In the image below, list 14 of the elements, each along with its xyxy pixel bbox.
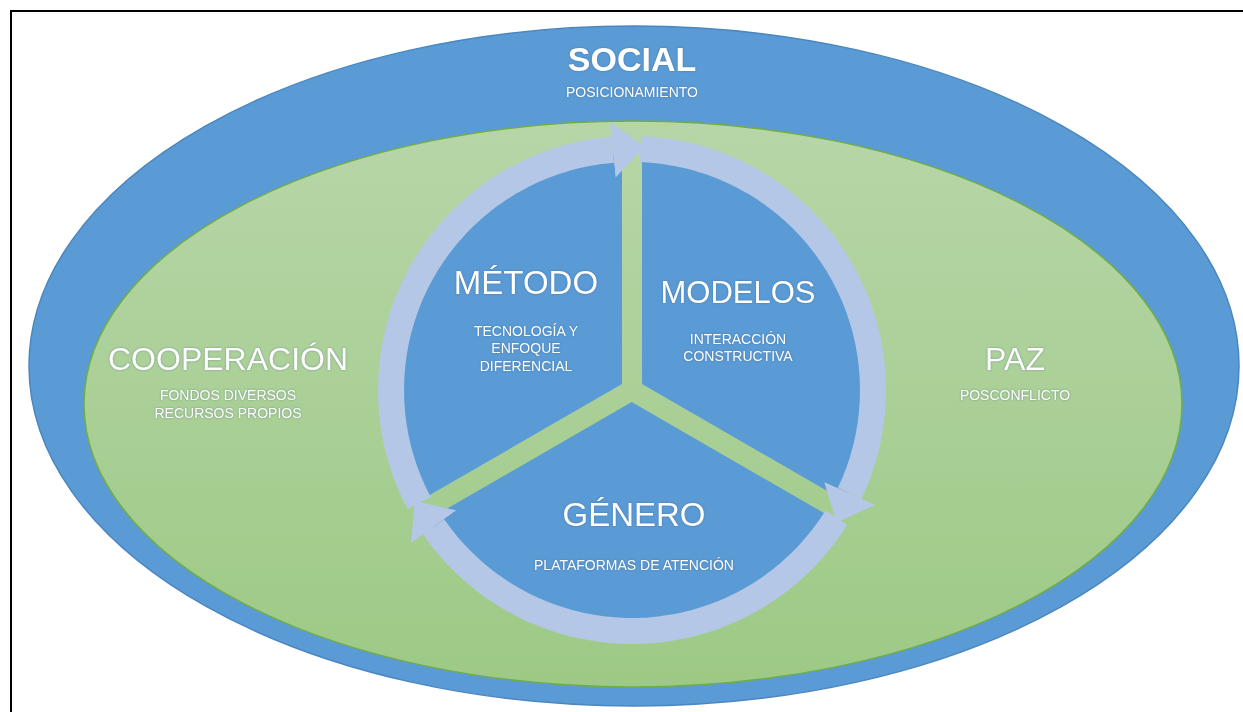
heading: MÉTODO	[452, 263, 600, 303]
subheading: FONDOS DIVERSOS RECURSOS PROPIOS	[153, 387, 303, 422]
heading: SOCIAL	[566, 39, 698, 80]
subheading: POSCONFLICTO	[958, 387, 1072, 405]
subheading: PLATAFORMAS DE ATENCIÓN	[533, 557, 735, 575]
heading: GÉNERO	[561, 495, 707, 535]
heading: MODELOS	[659, 274, 817, 312]
heading: PAZ	[984, 340, 1046, 379]
subheading: TECNOLOGÍA Y ENFOQUE DIFERENCIAL	[473, 323, 579, 376]
subheading: INTERACCIÓN CONSTRUCTIVA	[682, 331, 794, 366]
subheading: POSICIONAMIENTO	[565, 84, 699, 102]
cycle-arrow	[411, 500, 848, 644]
heading: COOPERACIÓN	[107, 340, 349, 379]
cycle-arrow	[639, 136, 886, 523]
